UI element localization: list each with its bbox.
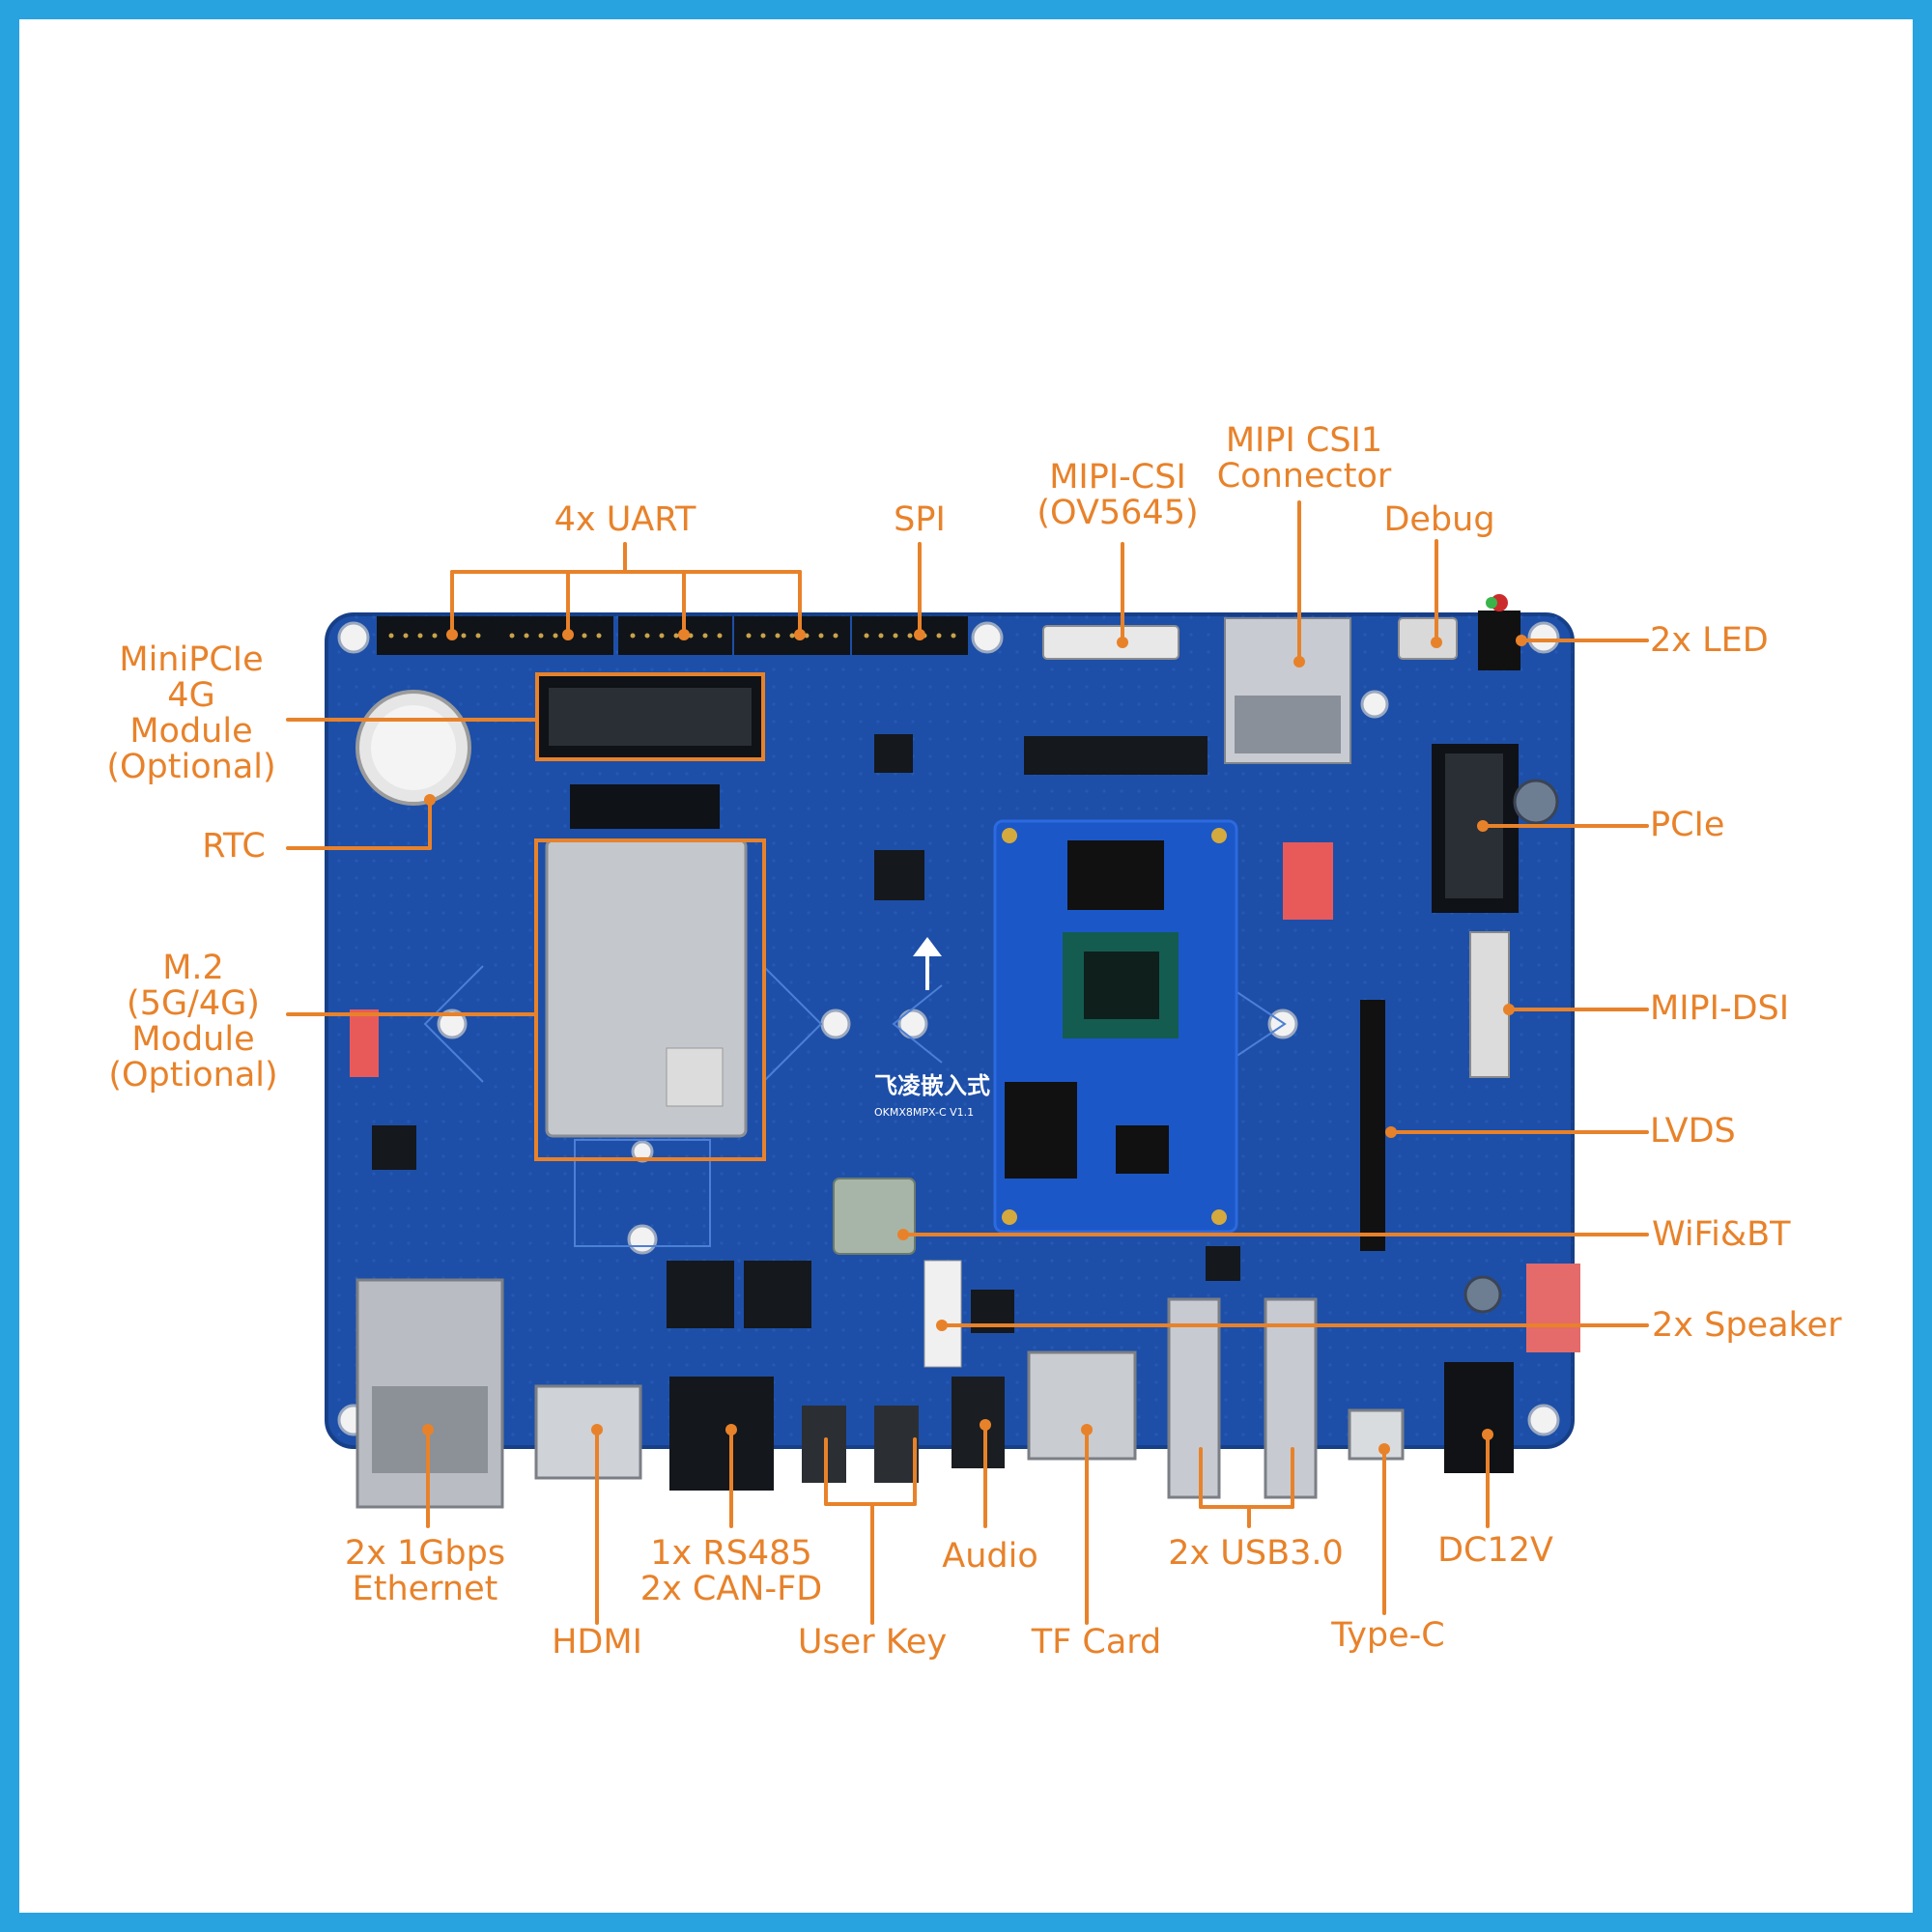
label-lvds: LVDS: [1650, 1112, 1736, 1151]
label-led: 2x LED: [1650, 621, 1769, 660]
label-dc12v: DC12V: [1437, 1531, 1553, 1570]
rs485-can-connector: [669, 1377, 774, 1491]
label-tf-card: TF Card: [1031, 1623, 1162, 1662]
mipi-csi-connector: [1042, 625, 1179, 660]
callout-lines: [286, 500, 1649, 1625]
dip-switch-boot: [1283, 842, 1333, 920]
type-c-port: [1348, 1408, 1405, 1461]
label-user-key: User Key: [797, 1623, 948, 1662]
m2-slot: [570, 784, 720, 829]
audio-jack: [952, 1377, 1005, 1468]
label-spi: SPI: [894, 500, 946, 539]
user-key-2: [874, 1406, 919, 1483]
led-block: [1478, 611, 1520, 670]
lvds-header: [1360, 1000, 1385, 1251]
label-ethernet: 2x 1Gbps Ethernet: [344, 1534, 506, 1608]
label-type-c: Type-C: [1331, 1616, 1445, 1655]
dc12v-jack: [1444, 1362, 1514, 1473]
speaker-connector: [1526, 1264, 1580, 1352]
uart-headers: [377, 616, 850, 655]
label-mipi-csi: MIPI-CSI (OV5645): [1037, 458, 1199, 532]
label-mipi-csi1: MIPI CSI1 Connector: [1216, 421, 1392, 496]
label-speaker: 2x Speaker: [1652, 1306, 1842, 1345]
hdmi-port: [534, 1384, 642, 1480]
label-rs485-can: 1x RS485 2x CAN-FD: [639, 1534, 823, 1608]
label-debug: Debug: [1383, 500, 1495, 539]
usb-port-1: [1167, 1297, 1221, 1499]
board-arrow: [913, 937, 942, 990]
mipi-dsi-connector: [1469, 931, 1510, 1078]
speaker-header: [923, 1260, 962, 1368]
label-m2: M.2 (5G/4G) Module (Optional): [108, 949, 278, 1094]
label-minipcie: MiniPCIe 4G Module (Optional): [106, 640, 276, 786]
label-rtc: RTC: [202, 827, 266, 866]
board-model-text: OKMX8MPX-C V1.1: [874, 1106, 974, 1119]
label-audio: Audio: [942, 1537, 1038, 1576]
callout-dots: [422, 629, 1527, 1455]
label-pcie: PCIe: [1650, 806, 1725, 844]
board-logo-text: 飞凌嵌入式: [874, 1072, 990, 1099]
label-uart: 4x UART: [554, 500, 696, 539]
ic-chips: [372, 734, 1240, 1333]
label-hdmi: HDMI: [552, 1623, 642, 1662]
mounting-holes: [337, 621, 1560, 1436]
label-wifi-bt: WiFi&BT: [1652, 1215, 1791, 1254]
wifi-bt-module: [833, 1178, 916, 1255]
silkscreen-lines: [423, 965, 1287, 1247]
dip-switch-left: [350, 1009, 379, 1077]
tf-card-slot: [1027, 1350, 1137, 1461]
label-mipi-dsi: MIPI-DSI: [1650, 989, 1790, 1028]
label-usb: 2x USB3.0: [1168, 1534, 1344, 1573]
debug-usb: [1398, 617, 1458, 660]
